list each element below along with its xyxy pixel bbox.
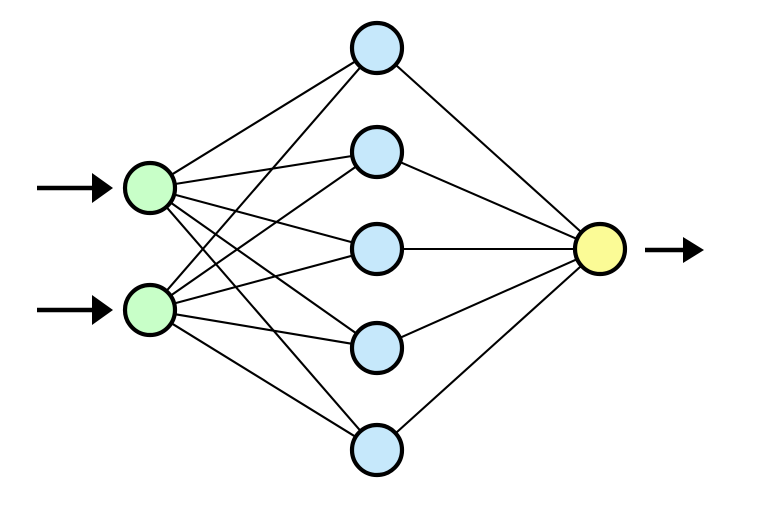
- edges-group: [164, 59, 584, 439]
- input-arrow-1: [37, 173, 113, 203]
- hidden-node-h5[interactable]: [349, 422, 405, 478]
- hidden-layer: [349, 20, 405, 478]
- nodes-group: [122, 20, 628, 478]
- input-node-i2[interactable]: [122, 282, 178, 338]
- hidden-node-h2[interactable]: [349, 124, 405, 180]
- edge-i1-to-h3: [171, 192, 356, 245]
- edge-i1-to-h1: [169, 59, 358, 177]
- edge-i2-to-h5: [169, 321, 358, 439]
- hidden-node-h1[interactable]: [349, 20, 405, 76]
- edge-i1-to-h4: [168, 200, 359, 336]
- output-arrow-1-head-icon: [683, 237, 704, 263]
- edge-i1-to-h5: [164, 204, 363, 434]
- input-node-i1[interactable]: [122, 160, 178, 216]
- edge-i2-to-h3: [171, 253, 356, 306]
- input-arrow-2-head-icon: [92, 295, 113, 325]
- input-arrow-2: [37, 295, 113, 325]
- hidden-node-h4[interactable]: [349, 320, 405, 376]
- edge-i2-to-h2: [168, 164, 359, 298]
- edge-i2-to-h4: [172, 312, 355, 346]
- output-node-o1[interactable]: [572, 221, 628, 277]
- edge-h2-to-o1: [397, 160, 580, 241]
- edge-i1-to-h2: [172, 154, 355, 186]
- edge-i2-to-h1: [164, 64, 363, 294]
- edge-h1-to-o1: [393, 62, 584, 235]
- output-arrow-1: [645, 237, 704, 263]
- hidden-node-h3[interactable]: [349, 221, 405, 277]
- input-arrow-1-head-icon: [92, 173, 113, 203]
- edge-h4-to-o1: [397, 257, 580, 340]
- io-arrows-group: [37, 173, 704, 325]
- input-layer: [122, 160, 178, 338]
- edge-h5-to-o1: [393, 263, 584, 436]
- output-layer: [572, 221, 628, 277]
